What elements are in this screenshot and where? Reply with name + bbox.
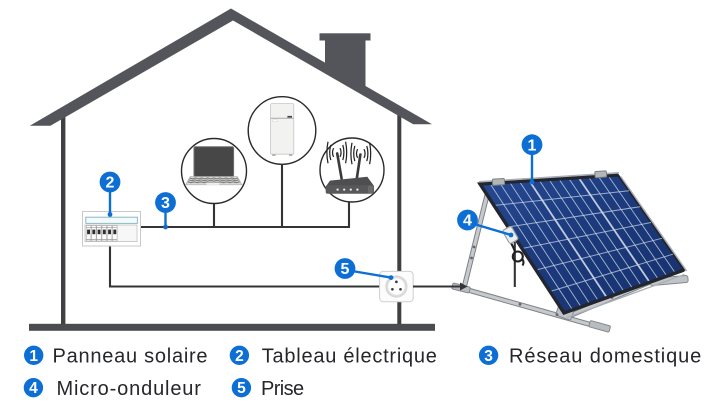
- svg-text:4: 4: [29, 380, 38, 397]
- svg-text:Tableau électrique: Tableau électrique: [262, 346, 438, 368]
- svg-text:5: 5: [341, 261, 350, 278]
- svg-text:1: 1: [528, 137, 537, 154]
- svg-text:4: 4: [463, 213, 472, 230]
- svg-text:3: 3: [161, 195, 170, 212]
- svg-text:5: 5: [237, 380, 246, 397]
- svg-text:Micro-onduleur: Micro-onduleur: [57, 378, 202, 400]
- svg-text:Réseau domestique: Réseau domestique: [509, 346, 702, 368]
- svg-text:3: 3: [484, 348, 493, 365]
- svg-text:2: 2: [106, 175, 115, 192]
- svg-text:2: 2: [235, 348, 244, 365]
- svg-text:Prise: Prise: [261, 378, 304, 400]
- svg-text:Panneau solaire: Panneau solaire: [53, 346, 209, 368]
- svg-text:1: 1: [29, 348, 38, 365]
